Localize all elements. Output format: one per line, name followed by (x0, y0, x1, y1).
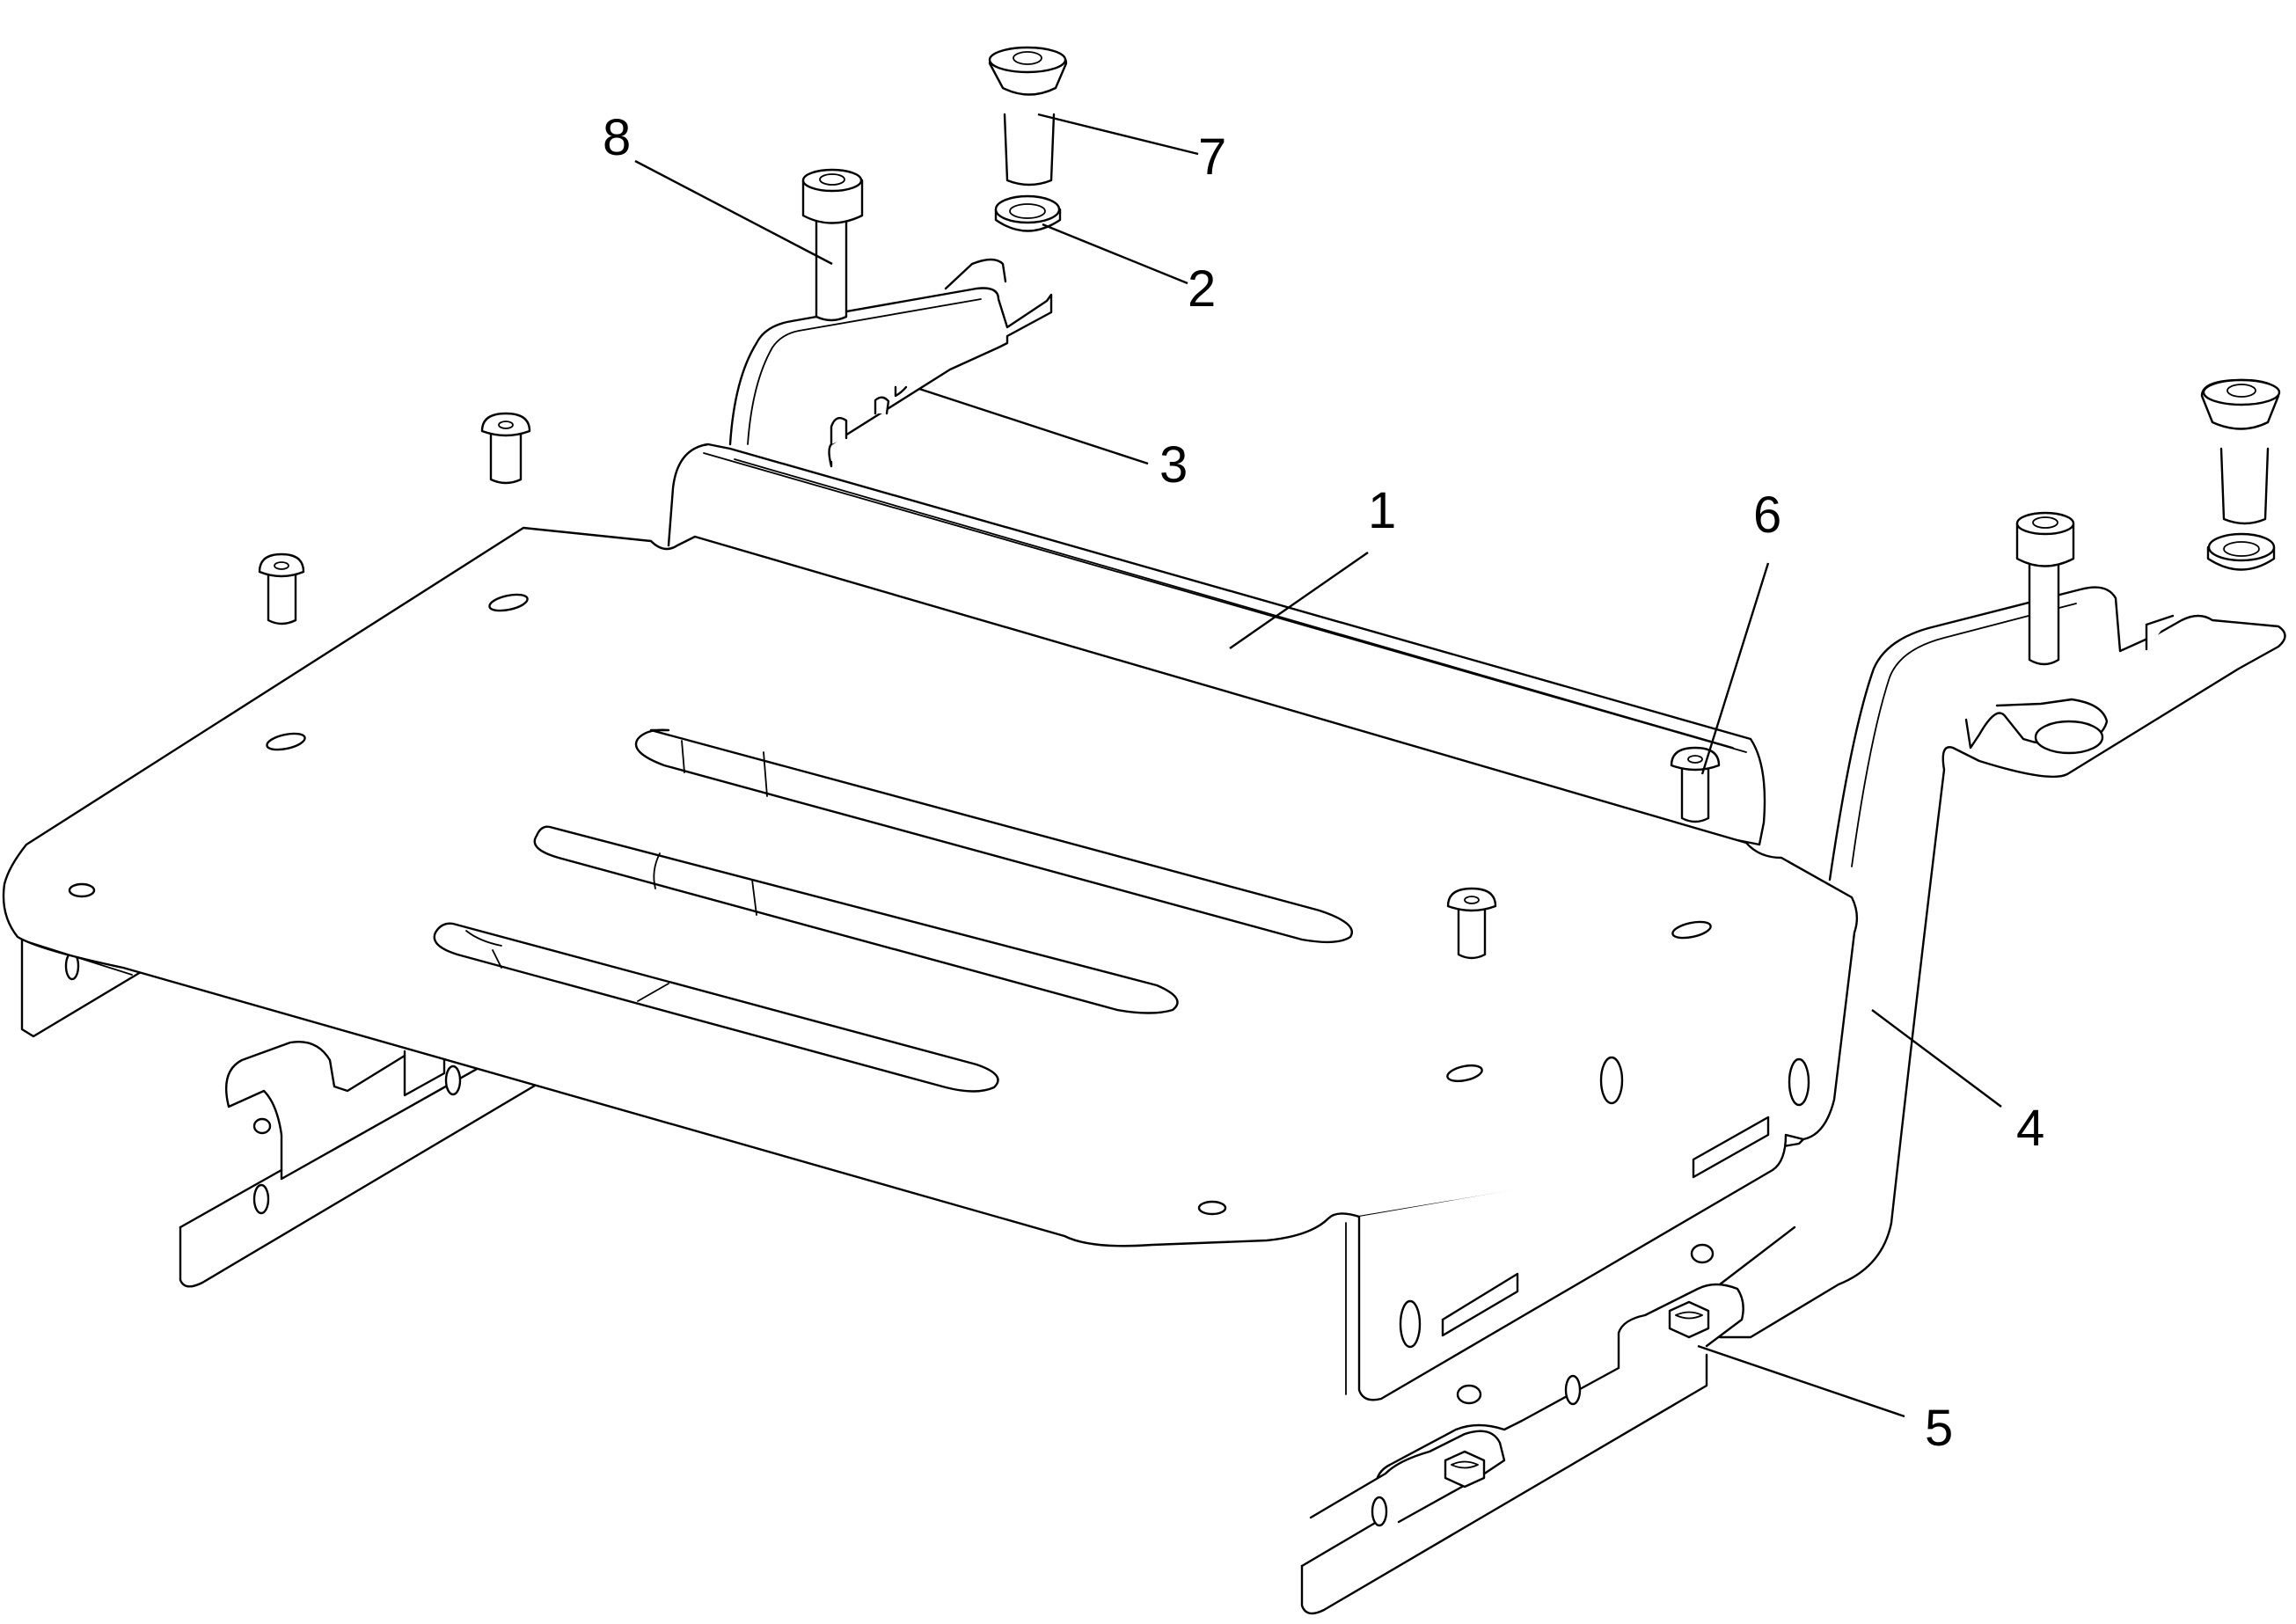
washer-right (2206, 532, 2276, 571)
lower-right-bracket (1300, 1243, 1744, 1615)
button-screw-1 (480, 412, 531, 485)
countersunk-screw-right (2200, 378, 2281, 525)
main-plate (2, 443, 1859, 1401)
leader-7 (1037, 113, 1199, 156)
callout-labels: 1 2 3 4 5 6 7 8 (603, 109, 2044, 1457)
callout-4: 4 (2016, 1100, 2044, 1157)
callout-3: 3 (1159, 436, 1188, 494)
button-screw-3 (1670, 746, 1721, 823)
washer-left (994, 194, 1062, 232)
countersunk-screw-left (988, 46, 1068, 187)
leader-5 (1697, 1344, 1905, 1418)
callout-8: 8 (603, 109, 631, 166)
leader-6 (1700, 562, 1770, 775)
cap-screw-left (801, 168, 864, 322)
button-screw-4 (1446, 887, 1497, 960)
leader-4 (1871, 1009, 2002, 1108)
button-screw-2 (258, 552, 305, 625)
callout-7: 7 (1198, 128, 1226, 186)
leader-3 (918, 387, 1149, 465)
left-support-bracket (179, 1001, 565, 1288)
leader-2 (1042, 223, 1188, 285)
callout-1: 1 (1368, 482, 1396, 539)
leader-1 (1229, 552, 1369, 649)
leader-8 (634, 159, 833, 266)
right-bracket-arm (1718, 586, 2286, 1339)
callout-6: 6 (1753, 486, 1781, 544)
cap-screw-right (2015, 511, 2075, 666)
callout-5: 5 (1925, 1400, 1953, 1457)
rear-bracket-part-3 (728, 258, 1053, 468)
callout-2: 2 (1188, 260, 1216, 318)
leader-lines (634, 113, 2002, 1418)
